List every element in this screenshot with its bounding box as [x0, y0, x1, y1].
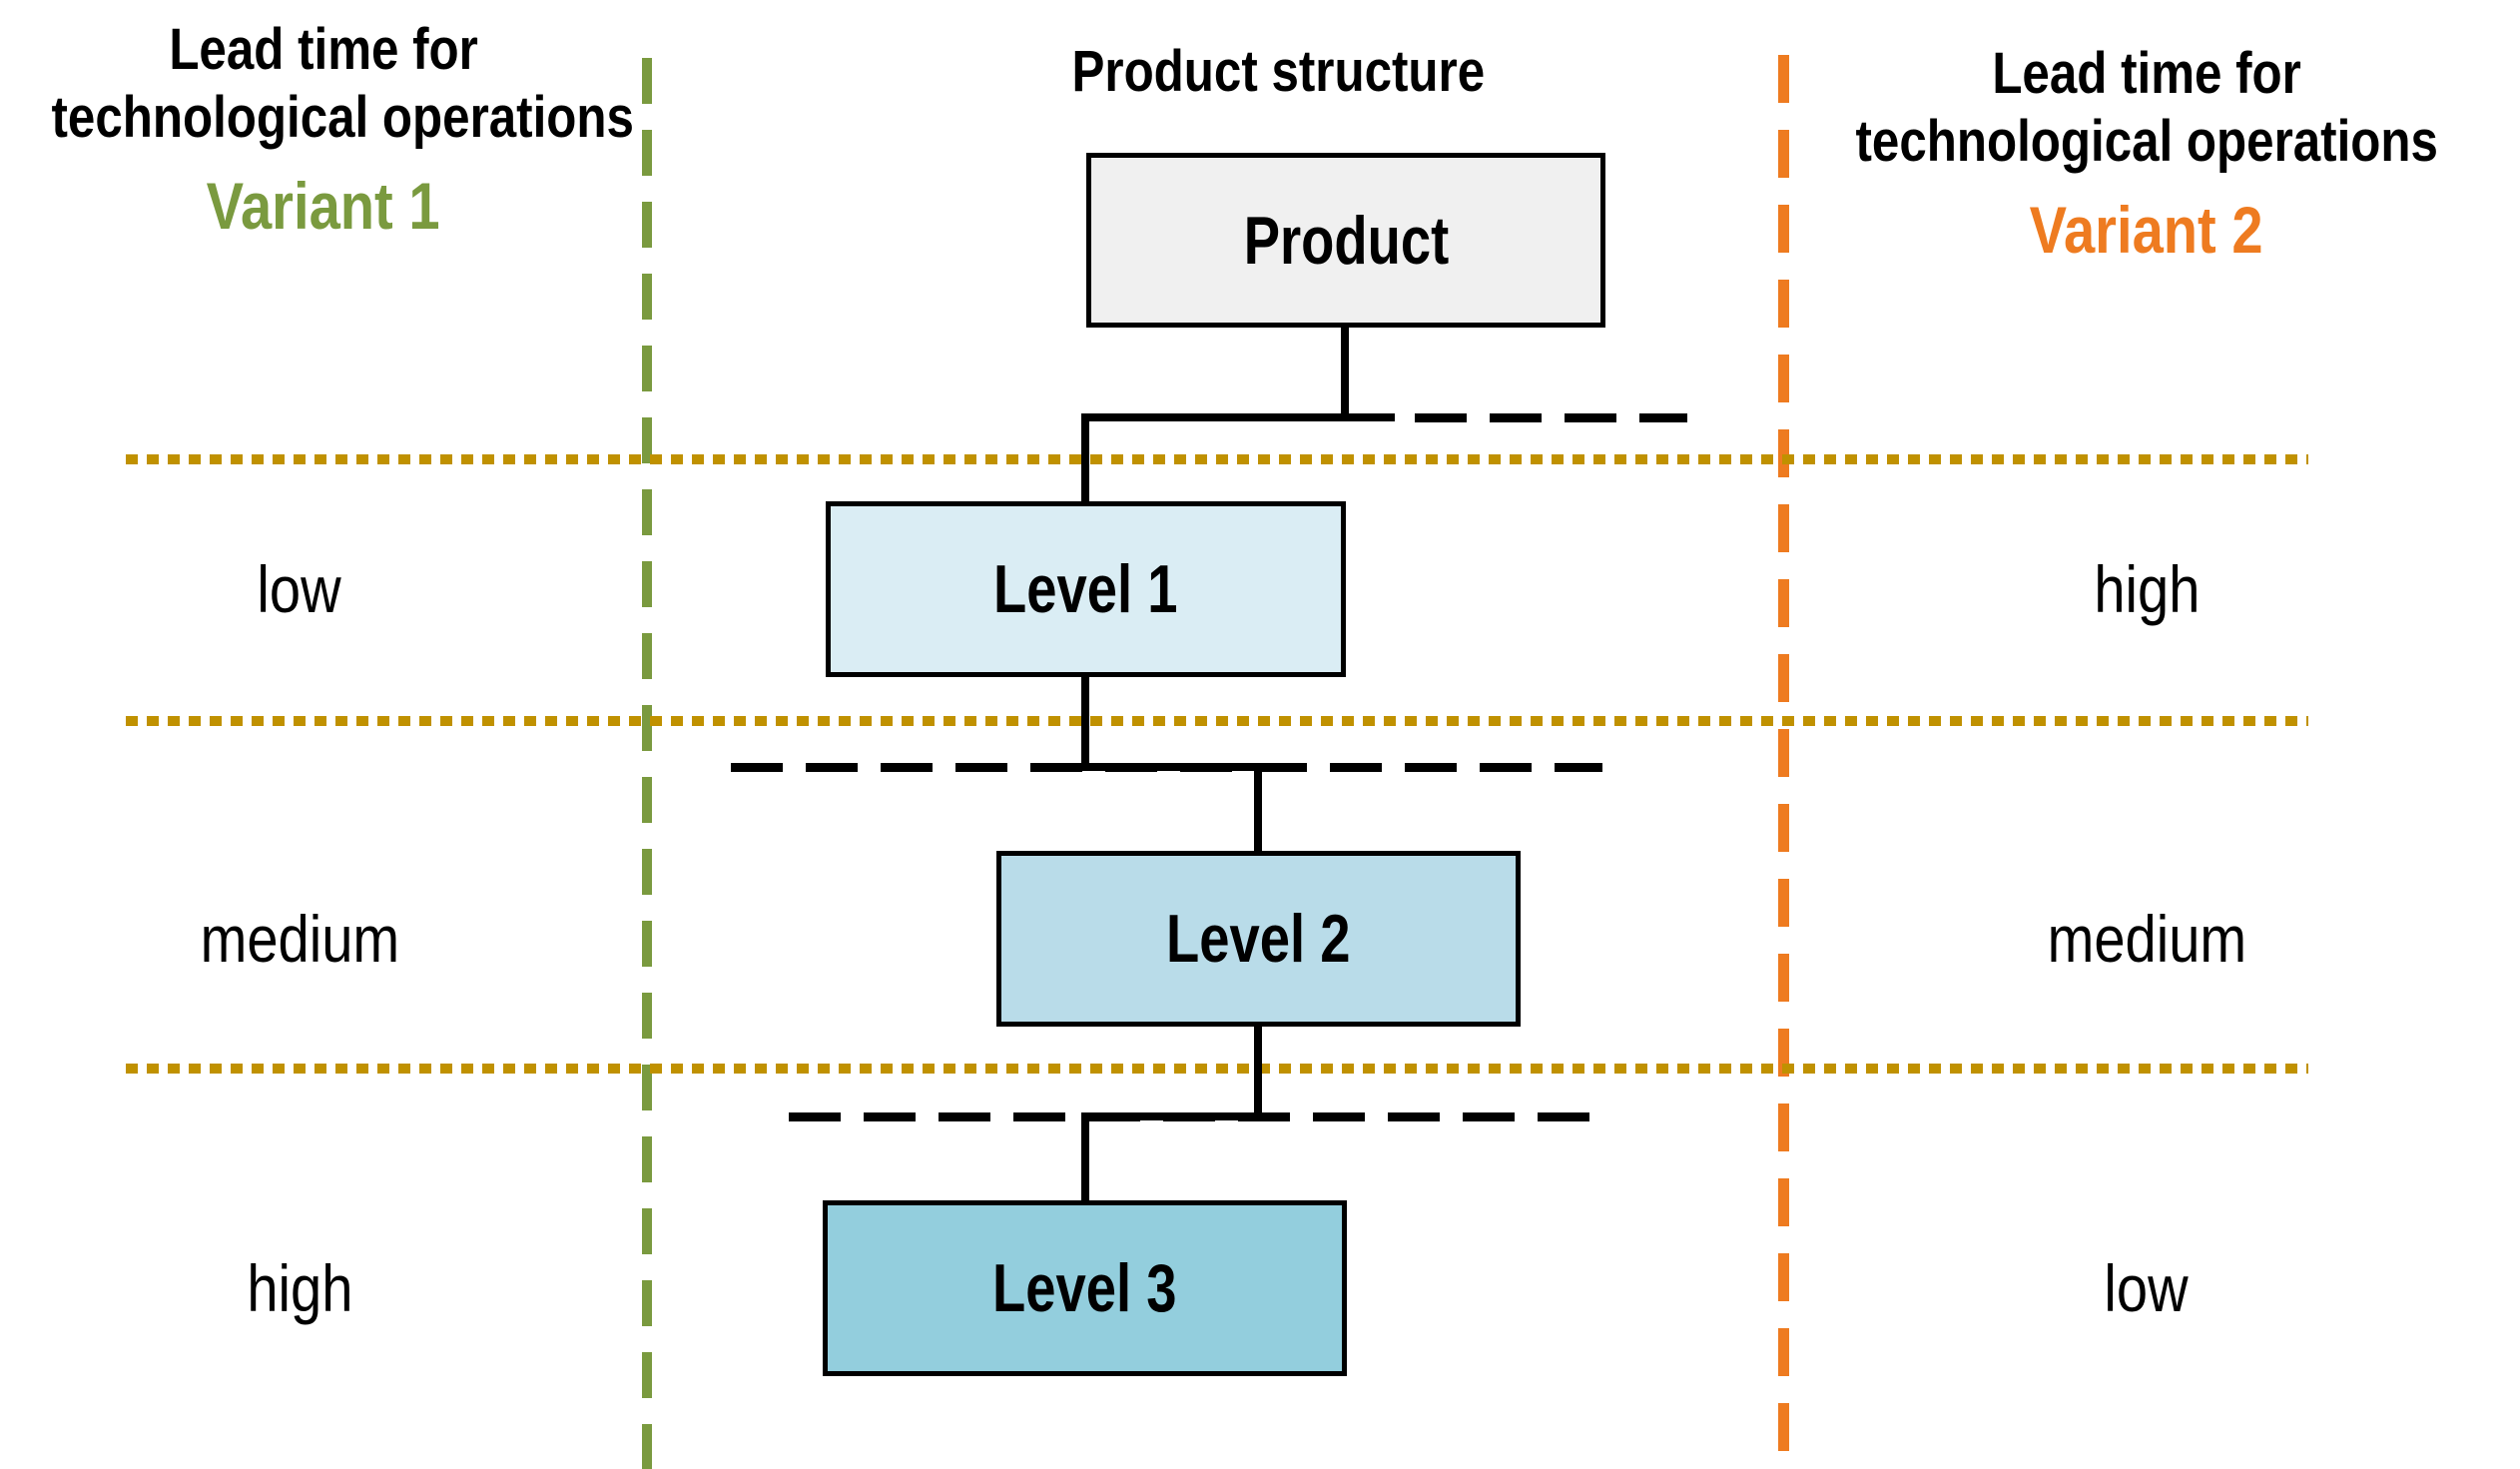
variant1-divider-dashed-line: [642, 58, 652, 1469]
connector-elbow-level2-level3: [1081, 1112, 1262, 1120]
right-label-medium: medium: [2047, 902, 2246, 976]
level-separator-dashed-line-1: [1415, 413, 1687, 422]
right-label-high: high: [2093, 552, 2201, 626]
connector-elbow-level1-level2: [1081, 763, 1262, 771]
connector-level3-top: [1081, 1112, 1089, 1200]
product-box-label: Product: [1243, 202, 1449, 279]
lead-time-boundary-line-1: [126, 454, 2308, 464]
level-2-box-label: Level 2: [1166, 901, 1351, 977]
right-label-low: low: [2104, 1251, 2190, 1325]
connector-product-down: [1341, 328, 1349, 421]
left-panel-title: Lead time for technological operations V…: [0, 16, 647, 246]
level-1-box: Level 1: [826, 501, 1346, 677]
lead-time-boundary-line-2: [126, 716, 2308, 726]
right-panel-title: Lead time for technological operations V…: [1797, 40, 2496, 270]
left-label-low: low: [257, 552, 342, 626]
product-box: Product: [1086, 153, 1605, 328]
level-1-box-label: Level 1: [993, 551, 1178, 627]
product-structure-title-text: Product structure: [1071, 39, 1485, 104]
connector-level2-top: [1254, 763, 1262, 851]
right-panel-title-line1: Lead time for: [1992, 41, 2301, 106]
variant2-divider-dashed-line: [1778, 55, 1789, 1469]
connector-elbow-product-level1: [1081, 413, 1395, 421]
connector-level1-down: [1081, 676, 1089, 771]
variant-2-label: Variant 2: [2030, 193, 2263, 267]
left-panel-title-line1: Lead time for: [169, 17, 478, 82]
left-label-medium: medium: [200, 902, 399, 976]
connector-level1-top: [1081, 413, 1089, 501]
left-label-high: high: [246, 1251, 353, 1325]
level-2-box: Level 2: [996, 851, 1521, 1027]
product-structure-title: Product structure: [978, 38, 1577, 106]
connector-level2-down: [1254, 1026, 1262, 1120]
right-panel-title-line2: technological operations: [1855, 109, 2438, 174]
variant-1-label: Variant 1: [207, 169, 440, 243]
level-3-box-label: Level 3: [992, 1250, 1177, 1326]
lead-time-boundary-line-3: [126, 1064, 2308, 1074]
level-3-box: Level 3: [823, 1200, 1347, 1376]
left-panel-title-line2: technological operations: [51, 85, 634, 150]
